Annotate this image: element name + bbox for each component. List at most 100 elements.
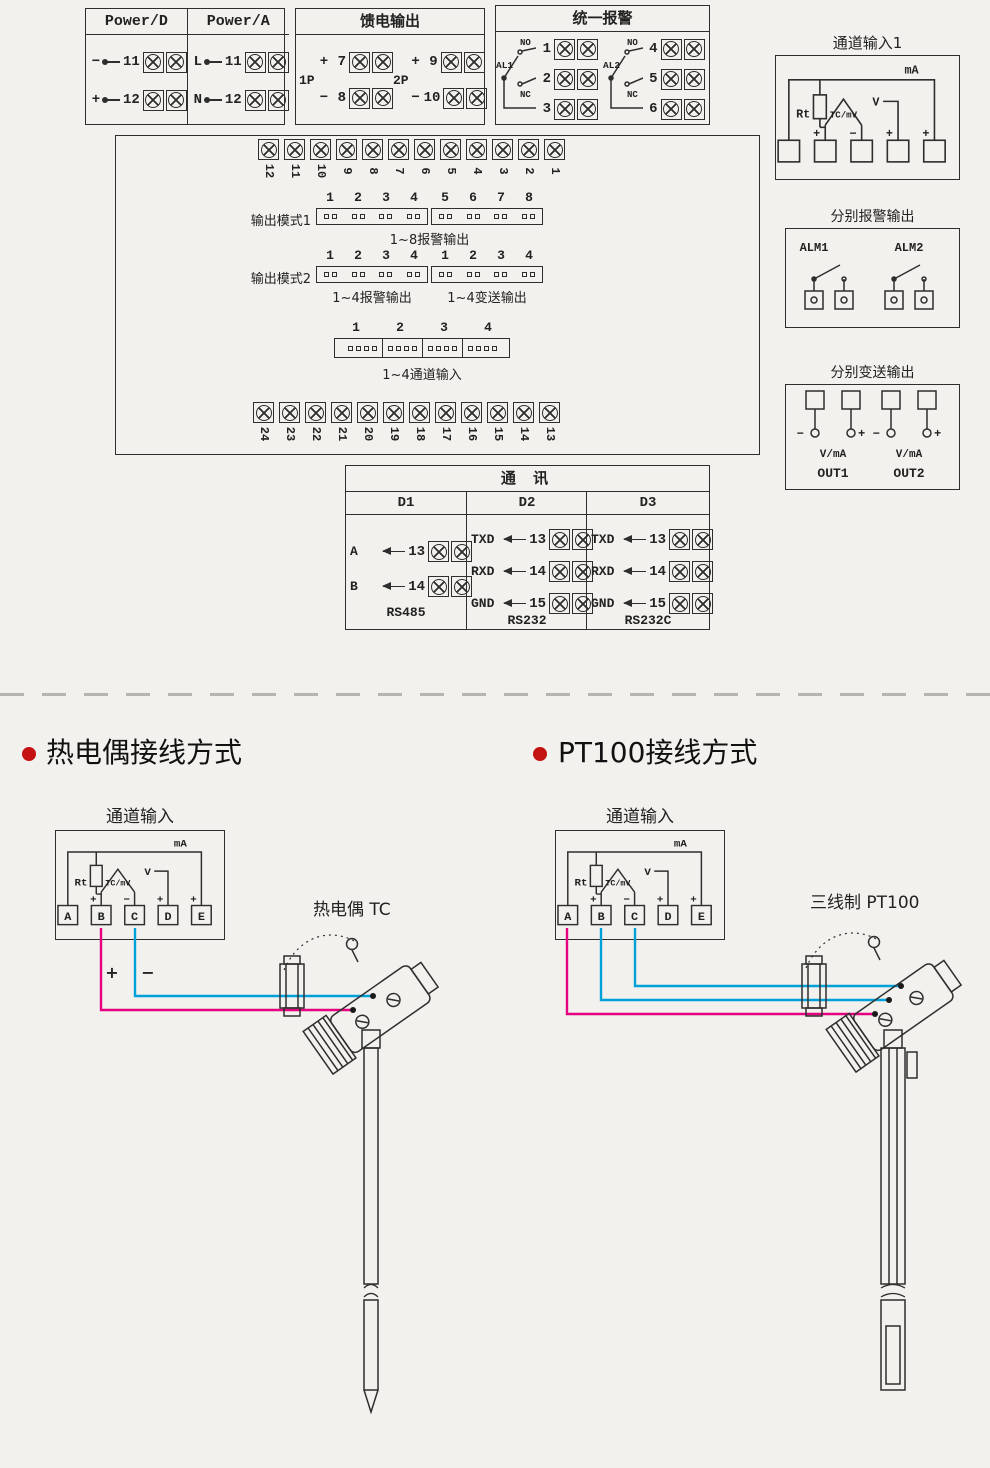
- screw-terminal-icon: [660, 38, 682, 60]
- alm1-label: ALM1: [800, 241, 829, 255]
- left-arrow-icon: [623, 567, 646, 574]
- line-label: L: [193, 54, 203, 70]
- al2-contact-drawing: AL2 NO NC: [603, 38, 643, 109]
- screw-terminal-icon: [549, 529, 570, 550]
- screw-terminal-pair: [554, 98, 598, 120]
- pin-number: 2: [469, 248, 477, 263]
- pin-number: 5: [441, 190, 449, 205]
- screw-terminal-icon: [669, 561, 690, 582]
- feed-group-2p: 2P + 9 − 10: [393, 35, 488, 125]
- screw-terminal-icon: [440, 139, 461, 160]
- screw-terminal-icon: [577, 38, 598, 60]
- mode1-caption: 1~8报警输出: [389, 233, 470, 248]
- terminal-number: 2: [542, 71, 551, 87]
- signal-label: TXD: [591, 532, 615, 547]
- strip-cell: 9: [334, 139, 359, 178]
- screw-terminal-icon: [463, 51, 485, 73]
- screw-terminal-icon: [428, 576, 449, 597]
- screw-terminal-pair: [660, 98, 705, 120]
- screw-terminal-icon: [388, 139, 409, 160]
- unified-alarm-box: 统一报警 AL1 NO NC: [495, 5, 710, 125]
- no-label: NO: [627, 38, 638, 48]
- screw-terminal-icon: [443, 87, 465, 109]
- nc-label: NC: [520, 90, 531, 100]
- pin-pair: [406, 214, 420, 219]
- v-label: V: [644, 867, 651, 879]
- strip-cell: 24: [251, 402, 276, 441]
- plus-sign: +: [690, 895, 696, 907]
- signal-label: GND: [471, 596, 495, 611]
- channel-input-connector: [334, 338, 510, 358]
- tc-channel-circuit: Rt TC/mV V mA + − + + A B C D E: [57, 838, 212, 926]
- screw-terminal-pair: [142, 51, 187, 73]
- pin-pair: [494, 272, 508, 277]
- tc-channel-box: Rt TC/mV V mA + − + + A B C D E: [55, 830, 225, 940]
- al2-label: AL2: [603, 60, 620, 71]
- pt-wire-joint: [872, 1011, 878, 1017]
- power-a-terminal-12: N 12: [192, 81, 289, 119]
- strip-cell: 21: [329, 402, 354, 441]
- out1-label: OUT1: [817, 466, 848, 481]
- pin-group: [421, 339, 462, 357]
- terminal-number: 15: [649, 595, 666, 612]
- screw-terminal-pair: [142, 89, 187, 111]
- left-arrow-icon: [503, 599, 526, 606]
- wire-stub: [102, 97, 120, 103]
- terminal-number: 12: [123, 92, 140, 108]
- d2-standard-label: RS232: [507, 613, 547, 628]
- screw-terminal-icon: [549, 561, 570, 582]
- power-d-terminal-12: + 12: [90, 81, 187, 119]
- screw-terminal-icon: [660, 68, 682, 90]
- tc-mv-label: TC/mV: [830, 110, 858, 121]
- screw-terminal-icon: [492, 139, 513, 160]
- screw-terminal-icon: [451, 541, 472, 562]
- mode2-connector-a: [316, 266, 428, 283]
- strip-cell: 8: [360, 139, 385, 178]
- terminal-number: 13: [529, 531, 546, 548]
- alarm-terminal-1: 1: [538, 34, 598, 64]
- separate-transmit-title: 分别变送输出: [830, 365, 915, 381]
- plus-sign: +: [411, 54, 420, 70]
- alarm-group-al1: AL1 NO NC 1 2 3: [496, 32, 603, 124]
- tc-channel-title: 通道输入: [106, 807, 174, 827]
- terminal-number: 11: [123, 54, 140, 70]
- pin-number: 6: [469, 190, 477, 205]
- terminal-number: 14: [408, 578, 425, 595]
- strip-cell: 23: [277, 402, 302, 441]
- out2-label: OUT2: [893, 466, 924, 481]
- feed-terminal-9: + 9: [411, 44, 488, 80]
- signal-label: A: [350, 544, 358, 559]
- screw-terminal-pair: [549, 529, 593, 550]
- screw-terminal-icon: [554, 98, 575, 120]
- pt-channel-title: 通道输入: [606, 807, 674, 827]
- screw-terminal-pair: [440, 51, 485, 73]
- screw-terminal-pair: [349, 51, 393, 73]
- d1-header: D1: [346, 492, 466, 515]
- terminal-number: 13: [408, 543, 425, 560]
- screw-terminal-pair: [554, 38, 598, 60]
- alarm-terminal-3: 3: [538, 94, 598, 124]
- minus-sign: −: [319, 90, 329, 106]
- tc-mv-label: TC/mV: [605, 879, 630, 889]
- feed-terminal-8: − 8: [319, 80, 393, 116]
- strip-cell: 16: [459, 402, 484, 441]
- feed-terminal-10: − 10: [411, 80, 488, 116]
- strip-cell: 11: [282, 139, 307, 178]
- pin-number: 8: [525, 190, 533, 205]
- strip-cell: 14: [511, 402, 536, 441]
- strip-cell: 2: [516, 139, 541, 178]
- pin-pair: [351, 272, 365, 277]
- rt-label: Rt: [574, 878, 587, 890]
- signal-label: RXD: [591, 564, 615, 579]
- plus-sign: +: [657, 895, 663, 907]
- terminal-number: 6: [649, 101, 658, 117]
- pin-number: 4: [410, 190, 418, 205]
- minus-sign: −: [91, 54, 101, 70]
- plus-sign: +: [813, 127, 820, 141]
- channel-connector-caption: 1~4通道输入: [382, 368, 462, 383]
- comm-row: A 13: [350, 541, 472, 562]
- vma-label: V/mA: [820, 449, 847, 461]
- pt-channel-box: Rt TC/mV V mA + − + + A B C D E: [555, 830, 725, 940]
- terminal-number: 3: [542, 101, 551, 117]
- channel-input1-title: 通道输入1: [832, 34, 903, 52]
